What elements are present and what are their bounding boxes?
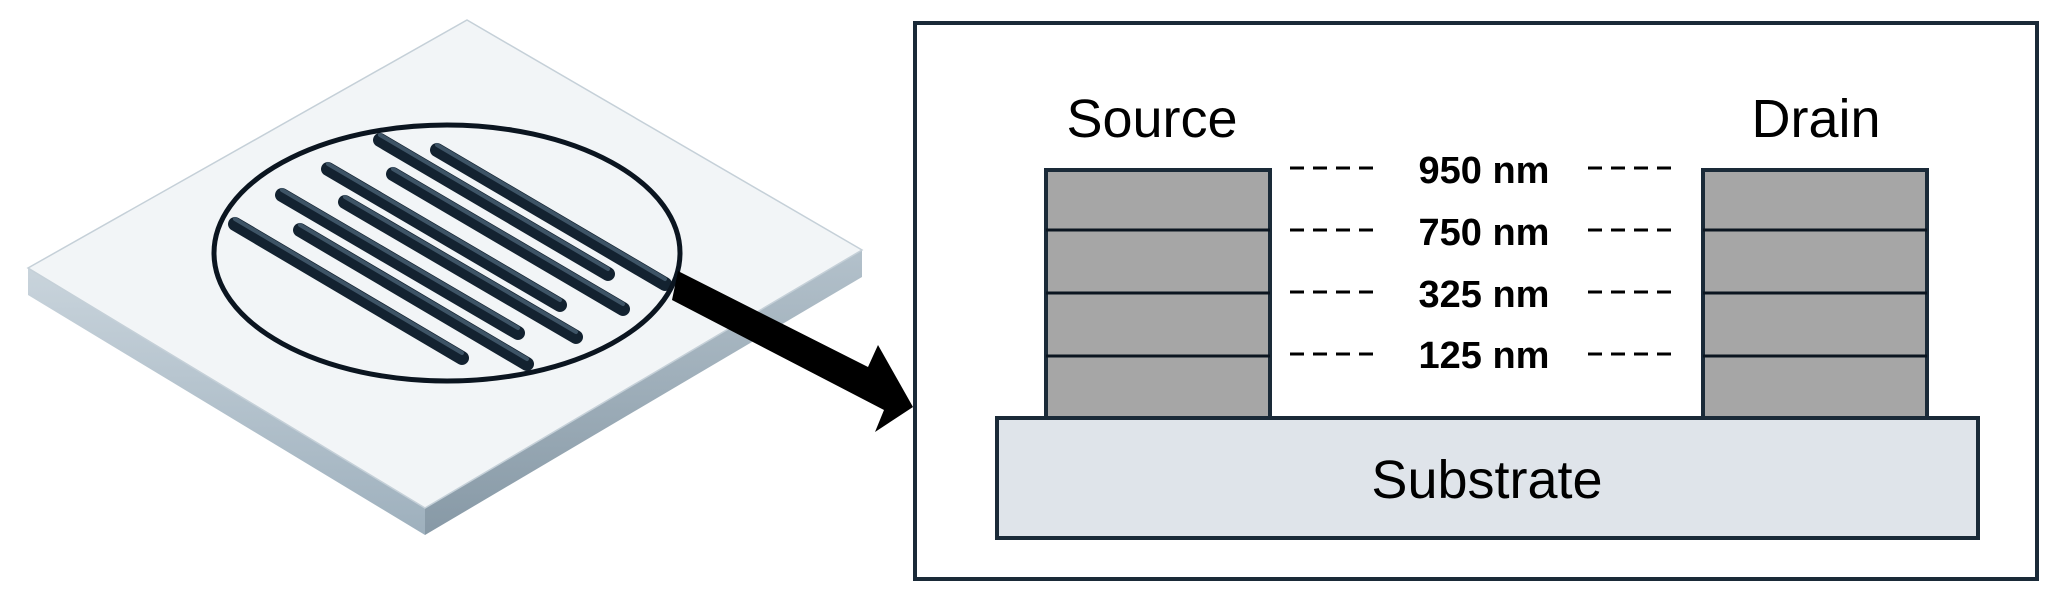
level-label: 325 nm xyxy=(1419,274,1550,316)
chip-side-left xyxy=(28,268,425,535)
drain-electrode xyxy=(1701,168,1929,420)
nanowire xyxy=(321,162,567,312)
nanowire xyxy=(430,143,672,291)
nanowire xyxy=(338,195,583,344)
level-125: 125 nm xyxy=(1290,335,1678,377)
level-label: 950 nm xyxy=(1419,150,1550,192)
nanowire xyxy=(228,217,469,365)
zoom-arrow xyxy=(672,271,913,432)
chip-3d xyxy=(26,19,864,535)
level-325: 325 nm xyxy=(1290,274,1678,316)
nanowire xyxy=(275,188,525,340)
nanowire xyxy=(386,167,630,316)
nanowire xyxy=(293,223,534,371)
nanowire xyxy=(373,133,615,281)
source-electrode xyxy=(1044,168,1272,420)
cross-section-panel: Substrate Source Drain 950 nm 750 nm xyxy=(913,21,2039,581)
level-label: 125 nm xyxy=(1419,335,1550,377)
substrate-label: Substrate xyxy=(1371,450,1602,510)
level-750: 750 nm xyxy=(1290,212,1678,254)
level-label: 750 nm xyxy=(1419,212,1550,254)
nanowire-array xyxy=(228,133,672,371)
drain-label: Drain xyxy=(1751,89,1880,149)
level-950: 950 nm xyxy=(1290,150,1678,192)
source-label: Source xyxy=(1066,89,1237,149)
magnifier-ellipse xyxy=(211,122,683,384)
substrate-block xyxy=(995,416,1980,540)
